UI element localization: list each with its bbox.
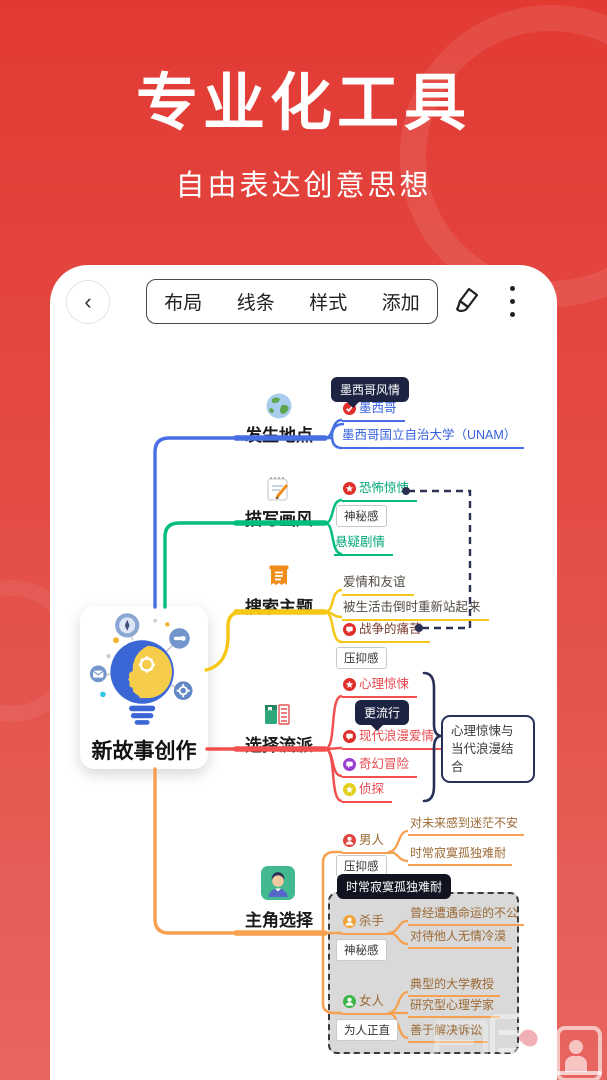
- node-unam[interactable]: 墨西哥国立自治大学（UNAM）: [341, 428, 525, 449]
- watermark-phone-logo: [556, 1026, 602, 1080]
- callout-genre-combination: 心理惊悚与当代浪漫结合: [441, 715, 535, 784]
- trait-box-mystery[interactable]: 神秘感: [336, 505, 387, 527]
- node-man-sub-1[interactable]: 对未来感到迷茫不安: [408, 816, 525, 836]
- person-badge-icon: [343, 915, 356, 929]
- node-man-sub-2[interactable]: 时常寂寞孤独难耐: [408, 846, 513, 866]
- person-badge-icon: [343, 995, 356, 1009]
- star-badge-icon: [343, 678, 356, 692]
- node-woman-sub-3[interactable]: 善于解决诉讼: [408, 1023, 489, 1043]
- tooltip-mexico-style: 墨西哥风情: [331, 377, 410, 408]
- kebab-menu-icon[interactable]: [508, 286, 516, 325]
- node-stand-up-again[interactable]: 被生活击倒时重新站起来: [342, 600, 489, 621]
- branch-label-genre[interactable]: 选择流派: [245, 736, 313, 755]
- tooltip-more-popular: 更流行: [355, 700, 410, 731]
- node-killer-sub-2[interactable]: 对待他人无情冷漠: [408, 929, 513, 949]
- trait-box-depression-1[interactable]: 压抑感: [336, 647, 387, 669]
- branch-label-search-topic[interactable]: 搜索主题: [245, 598, 313, 617]
- lightbulb-idea-illustration: [89, 613, 193, 725]
- root-node-label[interactable]: 新故事创作: [91, 740, 197, 763]
- back-button[interactable]: ‹: [66, 280, 110, 324]
- trait-box-mystery-2[interactable]: 神秘感: [336, 939, 387, 961]
- trait-box-upright[interactable]: 为人正直: [336, 1019, 398, 1041]
- tab-style[interactable]: 样式: [309, 293, 348, 314]
- person-badge-icon: [343, 834, 356, 848]
- chevron-left-icon: ‹: [84, 289, 92, 314]
- node-modern-romance[interactable]: 现代浪漫爱情: [342, 729, 443, 750]
- tab-add[interactable]: 添加: [381, 293, 420, 314]
- branch-label-art-style[interactable]: 描写画风: [245, 510, 313, 529]
- toolbar-menu: 布局 线条 样式 添加: [146, 279, 438, 324]
- receipt-icon: [269, 565, 289, 585]
- books-icon: [265, 704, 290, 725]
- tooltip-lonely: 时常寂寞孤独难耐: [337, 874, 452, 899]
- node-pain-of-war[interactable]: 战争的痛苦: [342, 622, 430, 643]
- comment-badge-icon: [343, 623, 356, 637]
- node-killer-sub-1[interactable]: 曾经遭遇命运的不公: [408, 906, 525, 926]
- comment-badge-icon: [343, 730, 356, 744]
- node-suspense-plot[interactable]: 悬疑剧情: [334, 535, 394, 556]
- node-woman-sub-2[interactable]: 研究型心理学家: [408, 998, 501, 1018]
- decor-ring-top-right: [400, 5, 607, 307]
- tab-layout[interactable]: 布局: [164, 293, 203, 314]
- node-fantasy-adventure[interactable]: 奇幻冒险: [342, 757, 418, 778]
- node-horror-thriller[interactable]: 恐怖惊悚: [342, 481, 418, 502]
- node-psycho-thriller[interactable]: 心理惊悚: [342, 677, 418, 698]
- node-killer[interactable]: 杀手: [342, 914, 393, 935]
- earth-icon: [266, 393, 292, 419]
- node-woman[interactable]: 女人: [342, 994, 393, 1015]
- page-subtitle: 自由表达创意思想: [175, 170, 432, 202]
- page-title: 专业化工具: [135, 69, 471, 138]
- star-badge-icon: [343, 482, 356, 496]
- comment-badge-icon: [343, 758, 356, 772]
- branch-label-location[interactable]: 发生地点: [245, 426, 313, 445]
- tab-lines[interactable]: 线条: [236, 293, 275, 314]
- node-love-friendship[interactable]: 爱情和友谊: [342, 575, 414, 596]
- avatar-icon: [261, 866, 295, 900]
- notepad-icon: [267, 477, 288, 501]
- node-detective[interactable]: 侦探: [342, 782, 393, 803]
- star-badge-icon: [343, 783, 356, 797]
- node-man[interactable]: 男人: [342, 833, 393, 854]
- branch-label-protagonist[interactable]: 主角选择: [245, 911, 313, 930]
- brush-icon[interactable]: [453, 286, 481, 314]
- node-woman-sub-1[interactable]: 典型的大学教授: [408, 977, 501, 997]
